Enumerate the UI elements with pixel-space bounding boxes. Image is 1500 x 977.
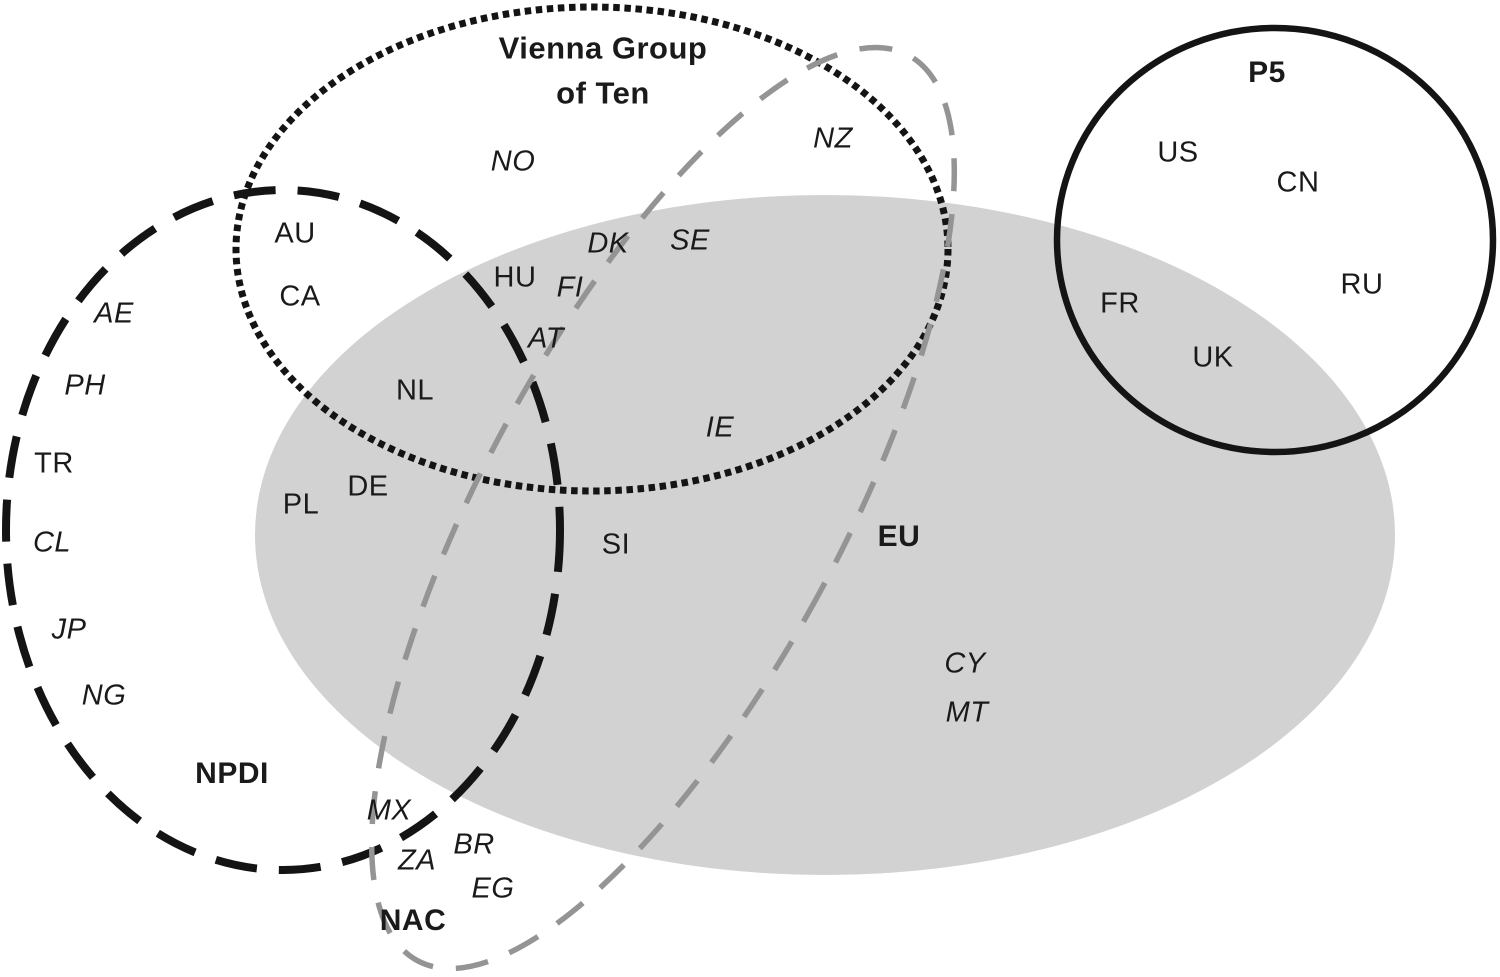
- member-label-eg: EG: [471, 872, 515, 905]
- p5-outline: [1053, 24, 1497, 456]
- nac-outline: [368, 44, 958, 972]
- member-label-ie: IE: [705, 411, 735, 444]
- member-label-ae: AE: [94, 297, 134, 330]
- member-label-no: NO: [490, 145, 536, 178]
- member-label-cy: CY: [944, 647, 986, 680]
- eu-label: EU: [877, 520, 921, 553]
- vienna-outline: [232, 3, 952, 495]
- member-label-mt: MT: [945, 696, 989, 729]
- vienna-title-line2: of Ten: [556, 75, 650, 111]
- eu-region: [255, 195, 1395, 875]
- member-label-uk: UK: [1192, 341, 1234, 374]
- member-label-cl: CL: [32, 526, 72, 559]
- npdi-outline: [2, 186, 564, 874]
- member-label-au: AU: [274, 217, 316, 250]
- member-label-se: SE: [670, 224, 710, 257]
- member-label-br: BR: [453, 828, 495, 861]
- vienna-title-line1: Vienna Group: [498, 30, 708, 66]
- member-label-fi: FI: [556, 271, 584, 304]
- member-label-cn: CN: [1276, 166, 1320, 199]
- member-label-mx: MX: [366, 794, 412, 827]
- member-label-ca: CA: [279, 280, 321, 313]
- member-label-jp: JP: [51, 613, 87, 646]
- member-label-ru: RU: [1340, 268, 1384, 301]
- member-label-za: ZA: [397, 844, 437, 877]
- member-label-si: SI: [601, 528, 631, 561]
- member-label-pl: PL: [282, 488, 320, 521]
- nac-label: NAC: [379, 904, 447, 937]
- member-label-tr: TR: [34, 447, 74, 480]
- member-label-nz: NZ: [813, 122, 853, 155]
- member-label-de: DE: [347, 470, 389, 503]
- member-label-dk: DK: [587, 227, 629, 260]
- p5-label: P5: [1248, 56, 1286, 89]
- member-label-ph: PH: [64, 369, 106, 402]
- member-label-nl: NL: [395, 374, 435, 407]
- member-label-hu: HU: [493, 261, 537, 294]
- member-label-ng: NG: [81, 679, 127, 712]
- member-label-fr: FR: [1100, 287, 1140, 320]
- member-label-at: AT: [528, 322, 564, 355]
- npdi-label: NPDI: [195, 757, 269, 790]
- member-label-us: US: [1157, 136, 1199, 169]
